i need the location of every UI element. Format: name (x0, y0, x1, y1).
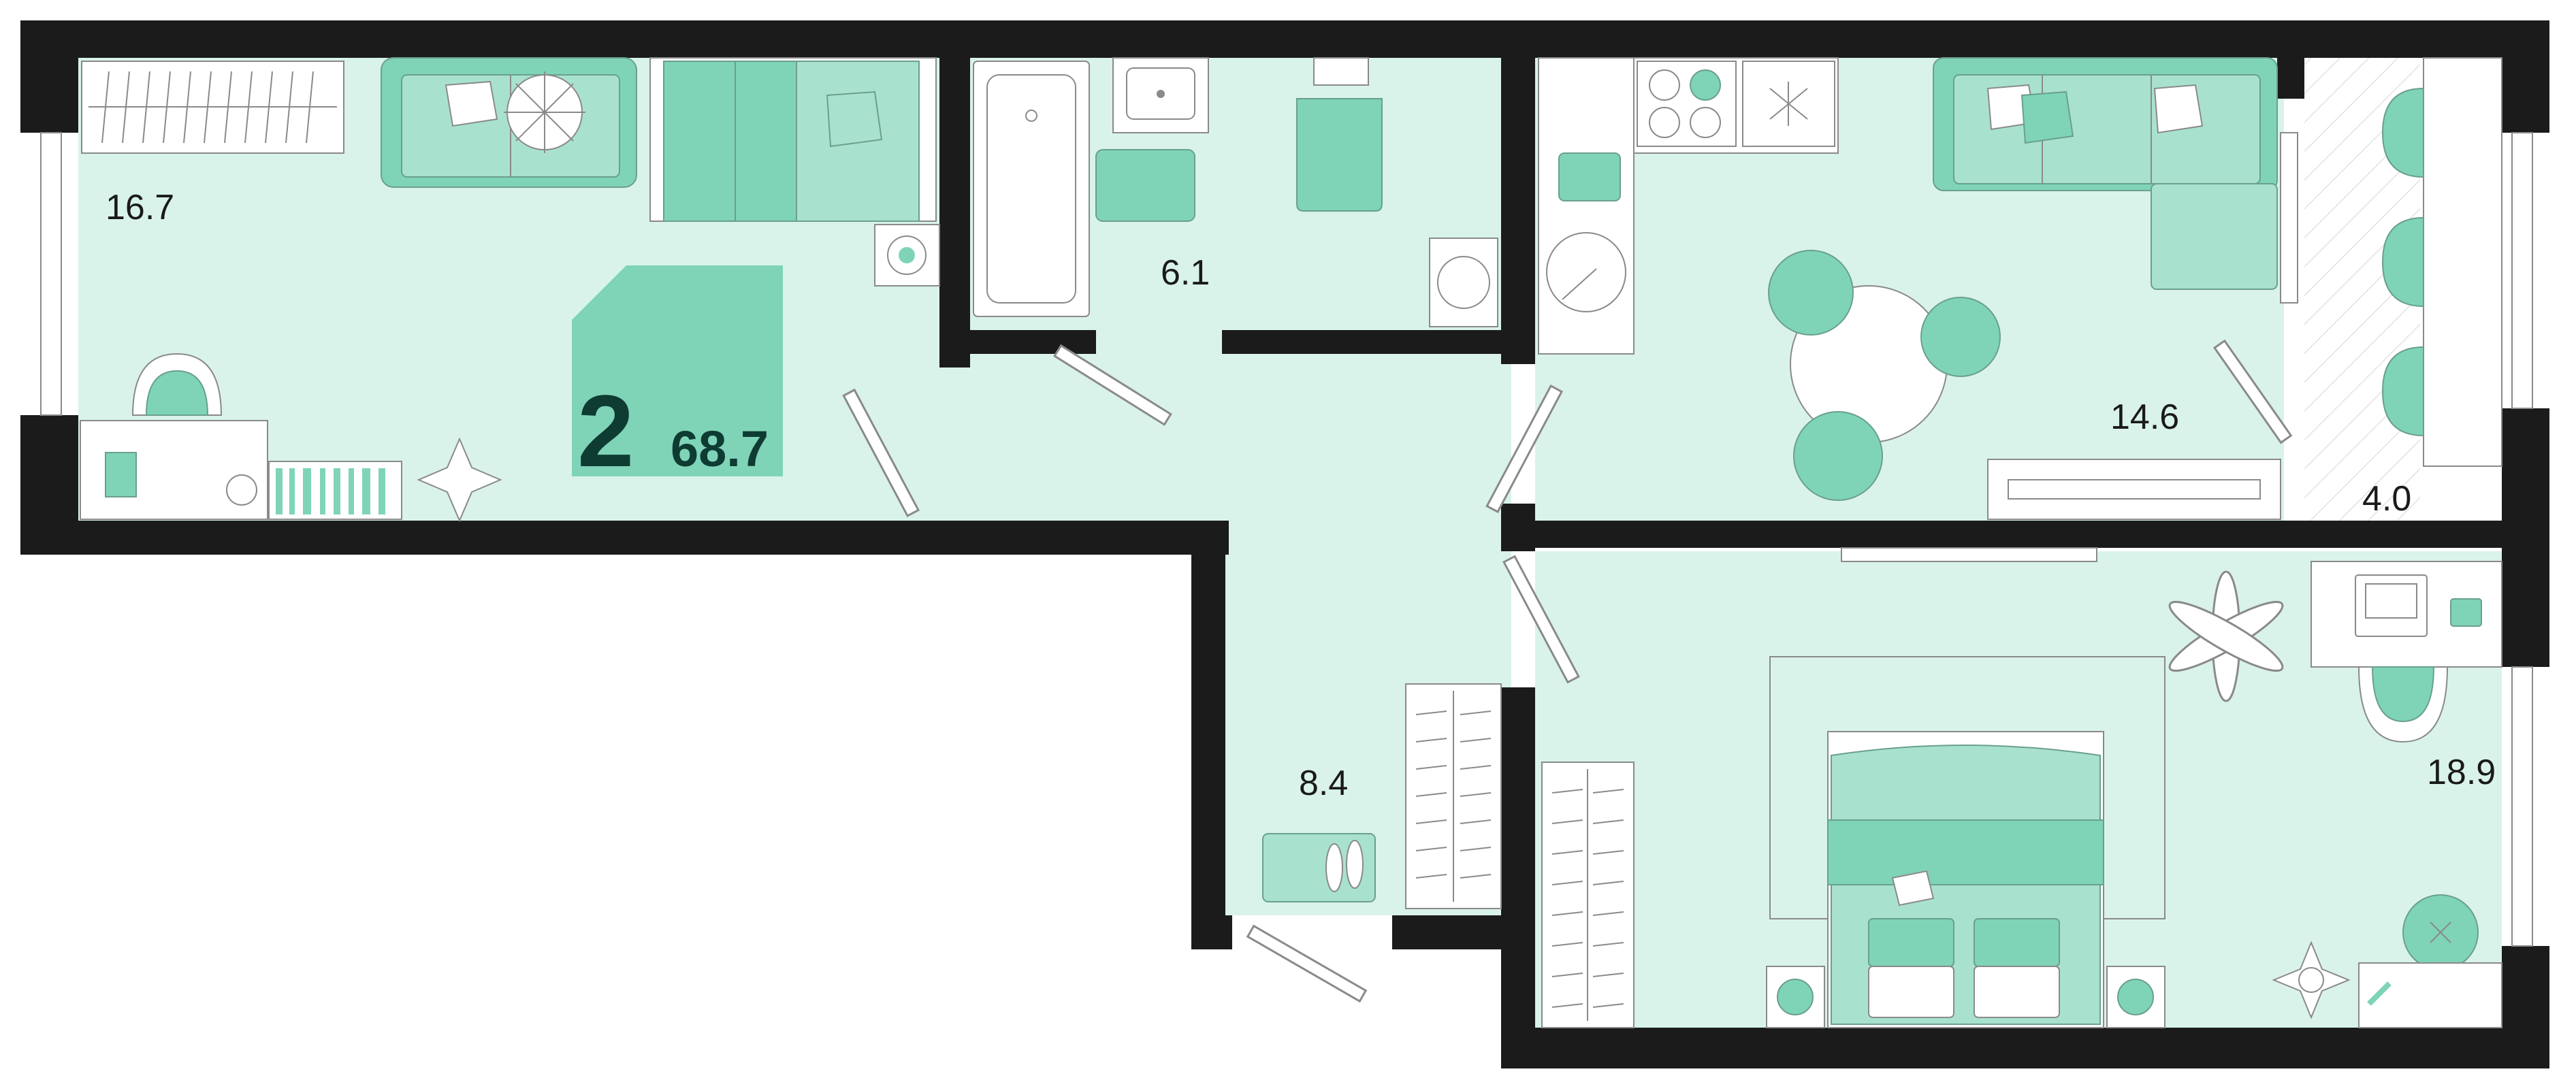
room-area-balcony: 4.0 (2362, 479, 2411, 519)
slippers-icon (1262, 833, 1376, 902)
floor-corridor (939, 330, 1511, 534)
chair-icon (1768, 250, 2001, 501)
side-table-icon (2358, 962, 2502, 1028)
cutting-board-icon (1558, 152, 1621, 201)
balcony-counter-icon (2423, 57, 2502, 467)
walls (20, 20, 2549, 1068)
kitchen-sink-icon (1546, 232, 1626, 312)
badge-room-count: 2 (577, 374, 634, 488)
bath-mat-icon (1095, 149, 1195, 222)
window-left (40, 132, 62, 416)
wardrobe-icon (1541, 762, 1635, 1028)
nightstand-icon (874, 224, 940, 287)
chair-icon (2357, 666, 2449, 743)
desk-icon (80, 420, 268, 520)
room-area-kitchen: 14.6 (2110, 397, 2179, 437)
bed-icon (649, 57, 937, 222)
stove-icon (1637, 61, 1737, 147)
room-area-bedroom: 18.9 (2427, 753, 2496, 792)
chair-icon (2381, 87, 2424, 437)
nightstand-icon (1766, 966, 2166, 1028)
sink-icon (1112, 57, 1209, 133)
bathtub-icon (973, 61, 1090, 317)
plant-icon (504, 71, 585, 153)
washer-icon (1429, 238, 1498, 327)
laptop-icon (2355, 574, 2482, 637)
window-right-bottom (2511, 666, 2533, 947)
chair-icon (131, 353, 223, 416)
bookshelf-icon (268, 461, 402, 520)
room-area-hallway: 8.4 (1299, 764, 1348, 803)
room-labels: 16.7 6.1 14.6 4.0 8.4 18.9 (106, 188, 2496, 803)
badge-total-area: 68.7 (671, 421, 769, 477)
toilet-icon (1296, 57, 1383, 212)
window-right-top (2511, 132, 2533, 409)
window-balcony (2280, 132, 2298, 304)
room-area-living-left: 16.7 (106, 188, 174, 227)
bed-icon (1827, 731, 2104, 1028)
room-area-bathroom: 6.1 (1161, 253, 1210, 293)
radiator-icon (1841, 547, 2097, 562)
hob-icon (1742, 61, 1835, 147)
pouf-icon (2402, 894, 2479, 970)
sofa-icon (1933, 57, 2278, 290)
plant-icon (417, 437, 502, 523)
door-swing-icon (842, 339, 2293, 1003)
wardrobe-icon (81, 61, 344, 154)
wardrobe-icon (1405, 683, 1502, 909)
plant-icon (2168, 570, 2284, 702)
area-badge: 2 68.7 (572, 265, 783, 488)
tv-stand-icon (1987, 459, 2281, 520)
plant-icon (2272, 941, 2351, 1019)
